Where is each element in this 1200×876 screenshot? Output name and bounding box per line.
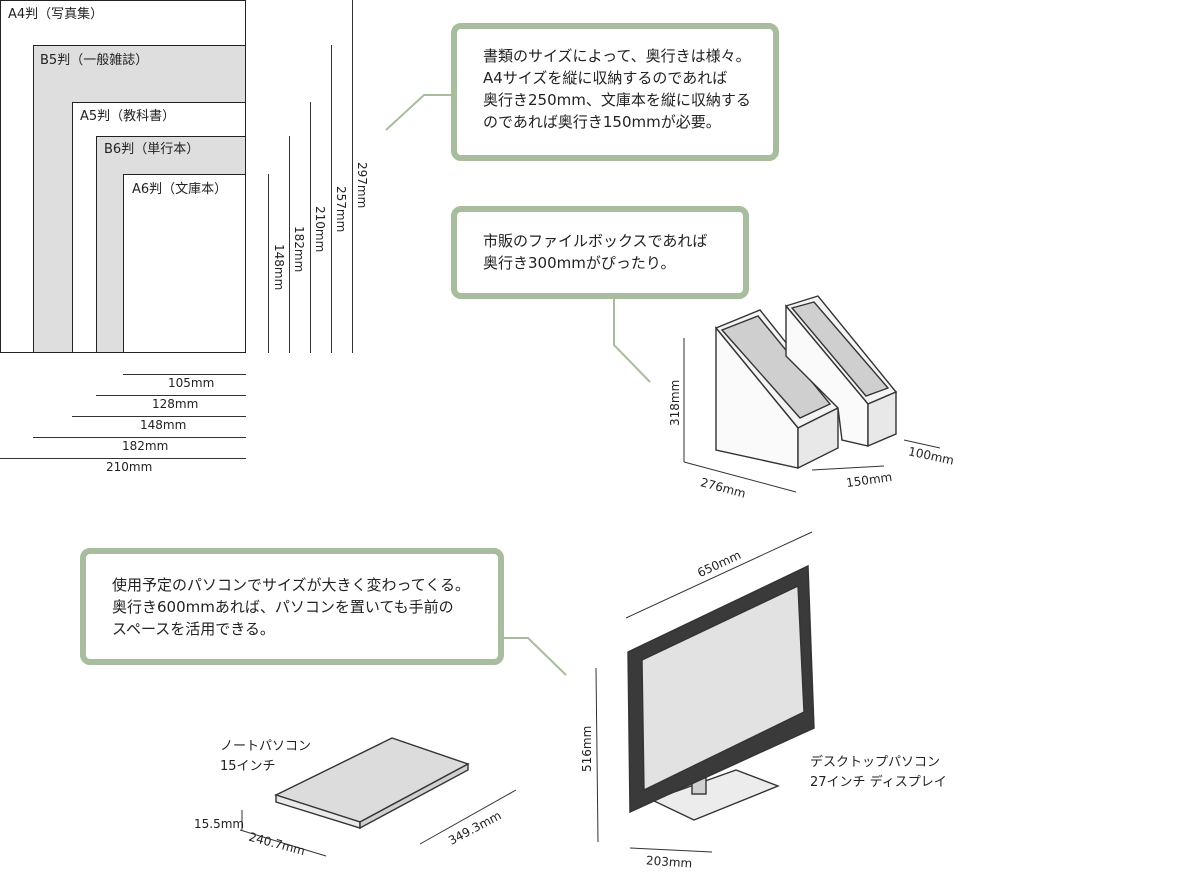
callout-filebox-note: 市販のファイルボックスであれば 奥行き300mmがぴったり。 [451,206,749,299]
leader-line-depth-note [385,94,452,131]
monitor-depth-label: 203mm [645,853,693,871]
callout-pc-note: 使用予定のパソコンでサイズが大きく変わってくる。 奥行き600mmあれば、パソコ… [80,548,504,665]
height-dim-line-257 [331,45,332,353]
leader-line-filebox-note [613,298,651,383]
filebox-small-inner [790,301,890,397]
file-boxes-illustration [683,295,941,493]
filebox-depth-dim [683,461,797,493]
width-dim-line-210 [0,458,246,459]
laptop-width-dim [419,789,517,845]
width-label-182: 182mm [122,439,169,453]
laptop-illustration [239,737,517,857]
laptop-title-line2: 15インチ [220,759,276,774]
paper-a5-label: A5判（教科書） [80,109,176,124]
callout-line: 市販のファイルボックスであれば [483,232,708,250]
height-dim-line-297 [352,0,353,353]
callout-line: 奥行き300mmがぴったり。 [483,254,676,272]
callout-line: 書類のサイズによって、奥行きは様々。 [483,47,751,65]
width-dim-line-105 [123,374,246,375]
filebox-small-end [867,390,897,448]
monitor-title-line1: デスクトップパソコン [810,755,941,770]
height-dim-line-210 [310,102,311,353]
leader-line-pc-note [502,637,567,676]
height-dim-line-148 [268,174,269,353]
filebox-large-end [797,406,839,470]
paper-b5-label: B5判（一般雑誌） [40,53,149,68]
monitor-title-line2: 27インチ ディスプレイ [810,775,947,790]
callout-line: A4サイズを縦に収納するのであれば [483,69,728,87]
laptop-thickness-label: 15.5mm [194,817,245,831]
height-dim-line-182 [289,136,290,353]
callout-depth-note: 書類のサイズによって、奥行きは様々。 A4サイズを縦に収納するのであれば 奥行き… [451,23,779,161]
filebox-width-small-dim [903,439,941,449]
monitor-width-dim [625,531,813,619]
filebox-large-inner [720,315,832,419]
paper-a4-label: A4判（写真集） [8,7,104,22]
paper-a6-label: A6判（文庫本） [132,182,228,197]
laptop-title-line1: ノートパソコン [220,739,312,754]
width-label-128: 128mm [152,397,199,411]
laptop-base-side [359,762,469,830]
width-dim-line-128 [96,395,246,396]
width-dim-line-148 [72,416,246,417]
width-label-148: 148mm [140,418,187,432]
filebox-height-label: 318mm [668,379,682,426]
monitor-depth-dim [629,847,713,853]
width-dim-line-182 [33,437,246,438]
callout-line: のであれば奥行き150mmが必要。 [483,113,721,131]
filebox-width-large-dim [811,465,885,471]
callout-line: 奥行き250mm、文庫本を縦に収納する [483,91,751,109]
monitor-screen [641,584,805,792]
callout-line: 使用予定のパソコンでサイズが大きく変わってくる。 [112,576,471,594]
paper-b6-label: B6判（単行本） [104,142,200,157]
paper-a6 [123,174,246,353]
callout-line: スペースを活用できる。 [112,620,275,638]
monitor-stand-base [650,769,780,821]
laptop-depth-dim [239,829,327,857]
callout-line: 奥行き600mmあれば、パソコンを置いても手前の [112,598,454,616]
monitor-height-label: 516mm [580,725,594,772]
width-label-105: 105mm [168,376,215,390]
monitor-illustration [595,531,815,853]
monitor-height-dim [595,667,599,843]
width-label-210: 210mm [106,460,153,474]
